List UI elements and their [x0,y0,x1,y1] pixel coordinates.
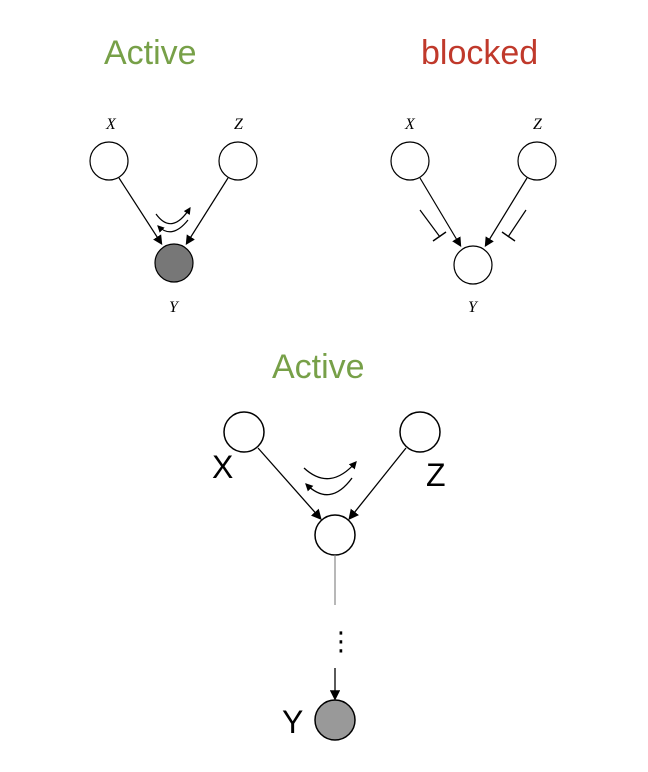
node-common-child [314,514,356,556]
panel-bottom: X Z Y ⋮ [212,411,446,741]
node-z [218,141,258,181]
node-z [399,411,441,453]
node-label-x: X [212,449,233,485]
flow-path-arrow [305,477,353,496]
flow-path-arrow [155,206,191,225]
node-label-y: Y [282,704,303,740]
panel-top-left: X Z Y [89,116,258,316]
edge-z-to-y [484,177,528,248]
panel-title-active-top-left: Active [104,34,197,72]
node-y-observed [154,243,194,283]
flow-path-arrow [157,219,189,233]
panel-title-active-bottom: Active [272,348,365,386]
node-label-x: X [105,116,117,133]
node-label-y: Y [169,299,180,316]
node-x [390,141,430,181]
blocked-flow-indicator-left [419,209,447,242]
edge-z-to-y [185,177,229,246]
edge-x-to-y [118,177,163,246]
flow-path-arrow [303,461,357,480]
node-x [89,141,129,181]
edge-z-to-child [348,447,407,521]
panel-title-blocked: blocked [421,34,539,72]
node-label-x: X [404,116,416,133]
node-y-unobserved [453,245,493,285]
node-z [517,141,557,181]
node-y-observed-descendant [314,699,356,741]
panel-top-right: X Z Y [390,116,557,316]
node-label-z: Z [234,116,244,133]
node-x [223,411,265,453]
edge-x-to-child [257,447,322,520]
blocked-flow-indicator-right [501,209,527,242]
node-label-y: Y [468,299,479,316]
edge-x-to-y [419,177,462,248]
node-label-z: Z [426,457,446,493]
node-label-z: Z [533,116,543,133]
ellipsis-path: ⋮ [328,627,354,657]
